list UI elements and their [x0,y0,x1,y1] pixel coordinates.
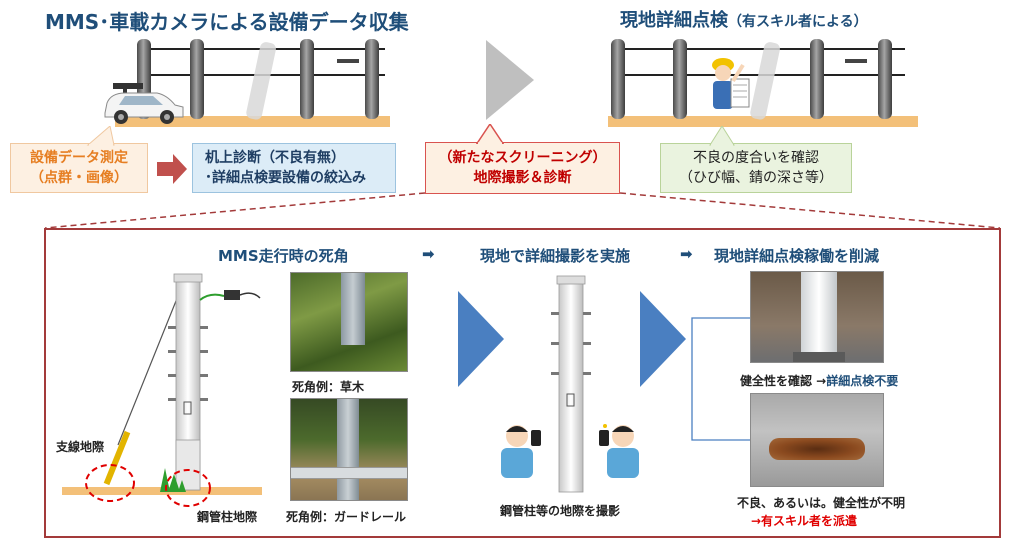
measure-line2: （点群・画像） [30,170,128,186]
result1-text: 健全性を確認 →詳細点検不要 [740,372,898,389]
blue-chevron-arrow-2 [640,291,686,387]
result-photo-healthy [750,271,884,363]
severity-confirmation-box: 不良の度合いを確認 （ひび幅、錆の深さ等） [660,143,852,193]
arrow-glyph-2: ➡ [680,245,693,263]
guy-wire-base-label: 支線地際 [56,440,105,454]
result1-blue: 詳細点検不要 [826,374,899,388]
pole-2 [190,39,204,119]
guy-wire-line [117,295,179,446]
pole-base-label: 鋼管柱地際 [197,510,258,524]
desk-diagnosis-box: 机上診断（不良有無） ･詳細点検要設備の絞込み [192,143,396,193]
confirm-line1: 不良の度合いを確認 [693,150,819,166]
left-section-title: MMS･車載カメラによる設備データ収集 [45,10,409,34]
blue-chevron-arrow-1 [458,291,504,387]
measure-line1: 設備データ測定 [30,150,128,166]
pole-4 [878,39,892,119]
ground-strip-right [608,116,918,127]
callout-pointer-confirm [709,126,735,146]
pole-3 [300,39,314,119]
gray-chevron-arrow [486,40,534,120]
callout-pointer-left [86,126,115,146]
confirm-line2: （ひび幅、錆の深さ等） [679,170,833,186]
guy-anchor-rod [103,430,131,486]
leaning-damaged-pole [750,42,780,120]
heading-mms-blind-spot: MMS走行時の死角 [218,247,349,265]
pole-4 [365,39,379,119]
inspector-worker-icon [712,58,750,109]
ground-strip-left [115,116,390,127]
result-photo-corroded [750,393,884,487]
callout-pointer-screening [476,124,504,144]
detail-frame [44,228,1001,538]
grass-icon [160,468,186,492]
pole-1 [611,39,625,119]
center-steel-pole [558,279,584,493]
photo-pole-shape [341,273,365,345]
heading-reduce-inspection: 現地詳細点検稼働を削減 [714,247,880,265]
heading-onsite-photography: 現地で詳細撮影を実施 [480,247,631,265]
guy-base-highlight-circle [85,464,135,502]
pole-2 [673,39,687,119]
blind-spot-photo-vegetation [290,272,408,372]
photo-pole-shape [337,399,359,500]
blind-spot-photo-guardrail [290,398,408,501]
pole-3 [810,39,824,119]
photo-rust-band [769,438,865,460]
onsite-photography-illustration [501,275,639,493]
photo-pole-shape [801,272,837,356]
photo-pole-base-shape [793,352,845,362]
right-title-main: 現地詳細点検 [620,10,728,31]
desk-line2: ･詳細点検要設備の絞込み [205,170,366,186]
leaning-damaged-pole [246,42,276,120]
mms-car-icon [104,83,184,124]
photo2-caption: 死角例：ガードレール [286,510,407,524]
result1-black: 健全性を確認 → [740,374,827,388]
right-title-sub: （有スキル者による） [728,14,868,30]
photographer-person-left [501,425,541,478]
screening-line2: 地際撮影＆診断 [473,170,572,186]
arrow-glyph-1: ➡ [422,245,435,263]
red-flow-arrow [157,154,187,184]
desk-line1: 机上診断（不良有無） [205,150,345,166]
mms-scene-illustration [104,39,385,124]
right-section-title: 現地詳細点検（有スキル者による） [620,6,868,32]
data-measurement-callout: 設備データ測定 （点群・画像） [10,143,148,193]
result2-line2: →有スキル者を派遣 [751,514,858,528]
field-inspection-illustration [611,39,905,120]
photographer-person-right [599,424,639,478]
new-screening-callout: （新たなスクリーニング） 地際撮影＆診断 [425,142,620,194]
pole-with-guy-wire-illustration [85,273,261,507]
center-caption: 鋼管柱等の地際を撮影 [500,504,621,518]
photo1-caption: 死角例：草木 [292,380,365,394]
photo-guardrail-shape [291,467,407,479]
result2-line1: 不良、あるいは。健全性が不明 [737,496,906,510]
pole-base-highlight-circle [165,469,211,507]
screening-line1: （新たなスクリーニング） [438,150,607,166]
